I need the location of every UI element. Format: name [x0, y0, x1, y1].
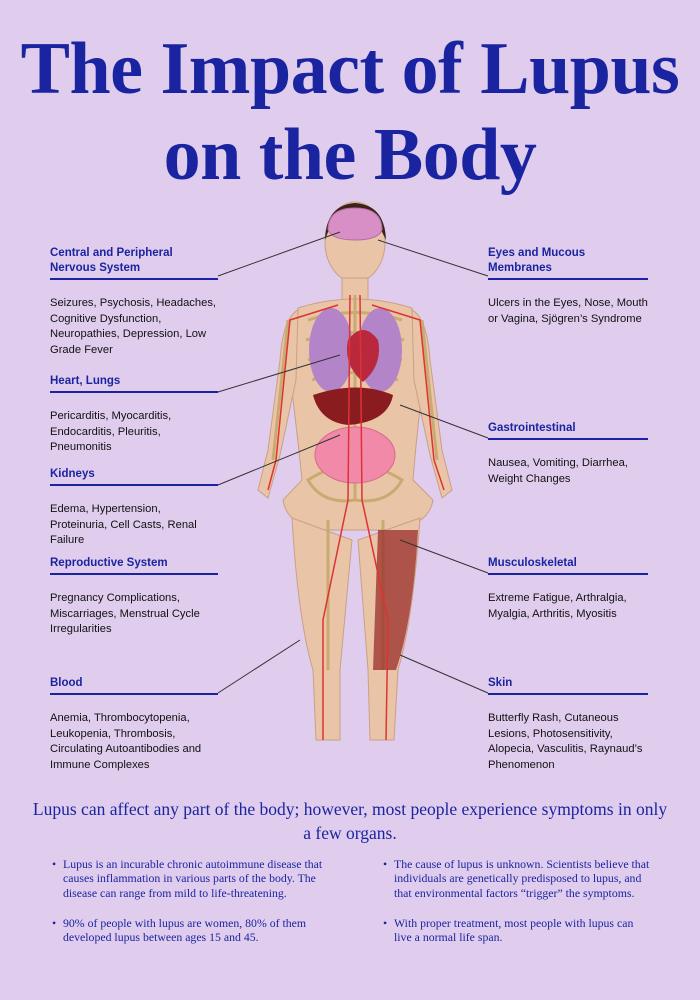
category-blood: Blood Anemia, Thrombocytopenia, Leukopen…	[50, 676, 218, 773]
category-heading: Heart, Lungs	[50, 374, 218, 393]
category-musculoskeletal: Musculoskeletal Extreme Fatigue, Arthral…	[488, 556, 648, 622]
left-lung	[309, 308, 353, 392]
category-heading: Eyes and Mucous Membranes	[488, 246, 648, 280]
category-body: Nausea, Vomiting, Diarrhea, Weight Chang…	[488, 457, 628, 485]
bullet-text: The cause of lupus is unknown. Scientist…	[394, 857, 650, 900]
category-kidneys: Kidneys Edema, Hypertension, Proteinuria…	[50, 467, 218, 549]
body-illustration	[257, 201, 453, 741]
category-heading: Central and Peripheral Nervous System	[50, 246, 218, 280]
category-body: Seizures, Psychosis, Headaches, Cognitiv…	[50, 297, 217, 356]
bullets-right: •The cause of lupus is unknown. Scientis…	[383, 857, 653, 960]
bullet-item: •With proper treatment, most people with…	[383, 915, 634, 945]
category-body: Edema, Hypertension, Proteinuria, Cell C…	[50, 503, 197, 547]
bullet-text: Lupus is an incurable chronic autoimmune…	[63, 857, 323, 900]
category-body: Extreme Fatigue, Arthralgia, Myalgia, Ar…	[488, 592, 627, 620]
page-title-line2: on the Body	[163, 114, 537, 196]
heart	[347, 330, 379, 382]
category-heading: Skin	[488, 676, 648, 695]
category-heading: Kidneys	[50, 467, 218, 486]
category-nervous-system: Central and Peripheral Nervous System Se…	[50, 246, 218, 358]
category-heading: Blood	[50, 676, 218, 695]
page-title-line1: The Impact of Lupus	[20, 28, 680, 110]
summary-text: Lupus can affect any part of the body; h…	[32, 799, 668, 843]
leg-muscle	[373, 530, 418, 670]
category-skin: Skin Butterfly Rash, Cutaneous Lesions, …	[488, 676, 648, 773]
category-body: Ulcers in the Eyes, Nose, Mouth or Vagin…	[488, 297, 648, 325]
bullet-text: With proper treatment, most people with …	[394, 915, 634, 945]
liver	[313, 387, 393, 425]
category-heading: Musculoskeletal	[488, 556, 648, 575]
category-eyes: Eyes and Mucous Membranes Ulcers in the …	[488, 246, 648, 327]
bullets-left: •Lupus is an incurable chronic autoimmun…	[52, 857, 334, 960]
category-body: Pregnancy Complications, Miscarriages, M…	[50, 592, 200, 636]
category-heading: Gastrointestinal	[488, 421, 648, 440]
category-heart-lungs: Heart, Lungs Pericarditis, Myocarditis, …	[50, 374, 218, 456]
intestines	[314, 426, 396, 484]
category-body: Pericarditis, Myocarditis, Endocarditis,…	[50, 410, 172, 454]
bullet-item: •90% of people with lupus are women, 80%…	[52, 915, 307, 945]
category-heading: Reproductive System	[50, 556, 218, 575]
brain	[327, 207, 383, 241]
category-body: Butterfly Rash, Cutaneous Lesions, Photo…	[488, 712, 643, 771]
category-gastrointestinal: Gastrointestinal Nausea, Vomiting, Diarr…	[488, 421, 648, 487]
bullet-text: 90% of people with lupus are women, 80% …	[63, 915, 307, 945]
bullet-item: •Lupus is an incurable chronic autoimmun…	[52, 857, 323, 900]
category-reproductive: Reproductive System Pregnancy Complicati…	[50, 556, 218, 638]
category-body: Anemia, Thrombocytopenia, Leukopenia, Th…	[50, 712, 202, 771]
bullet-item: •The cause of lupus is unknown. Scientis…	[383, 857, 650, 900]
